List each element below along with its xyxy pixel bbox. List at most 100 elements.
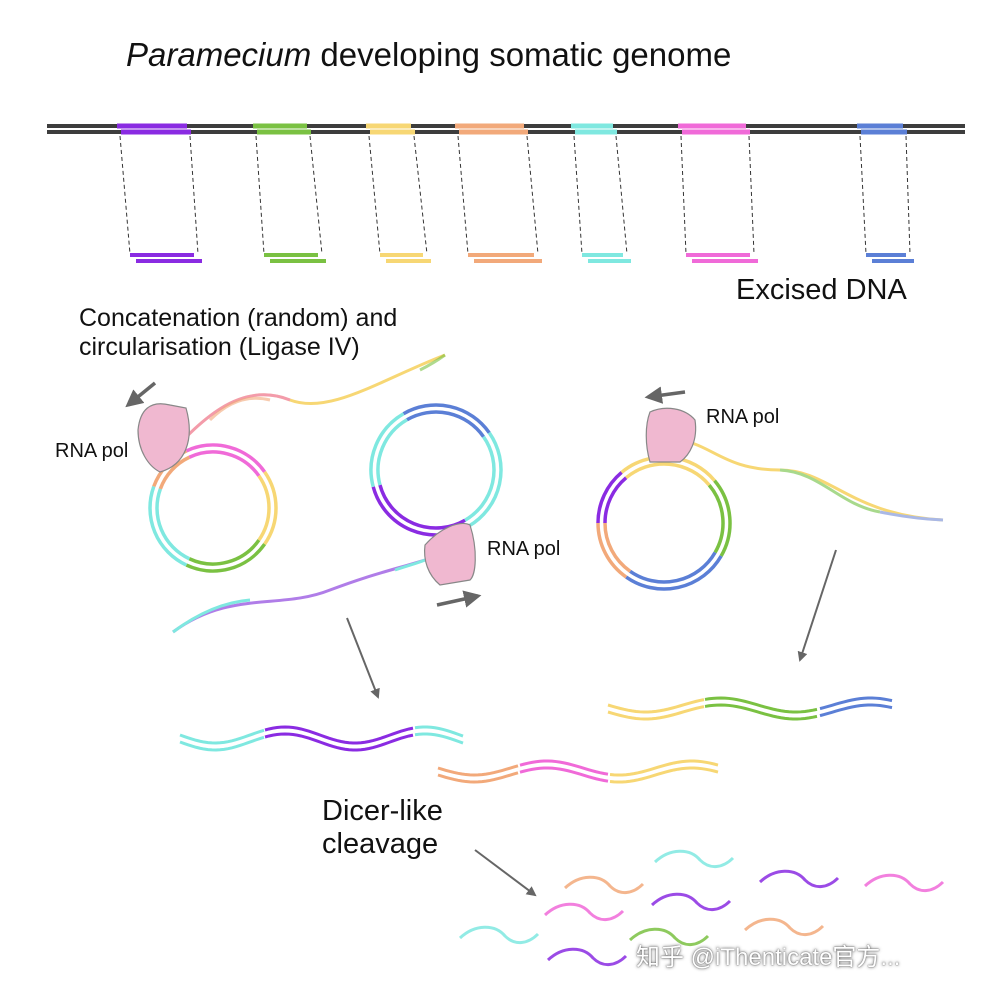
double-stranded-rna-2 xyxy=(607,696,893,721)
circle-arc-yellow-inner xyxy=(257,474,271,542)
process-arrow-to-dsrna-left xyxy=(346,617,380,699)
watermark: 知乎 @iThenticate官方... xyxy=(636,944,901,971)
dicer-cleavage-label: Dicer-like cleavage xyxy=(322,795,443,862)
rna-polymerase-left xyxy=(137,403,190,473)
guide-line xyxy=(255,135,265,255)
circular-dna-right xyxy=(596,455,732,591)
dsrna-strand-green xyxy=(704,696,818,714)
direction-arrow-left xyxy=(125,381,157,408)
guide-line xyxy=(189,135,199,255)
concatenation-label-line2: circularisation (Ligase IV) xyxy=(79,332,360,361)
dsrna-strand-pink xyxy=(519,759,609,776)
rna-pol-label-right: RNA pol xyxy=(706,406,780,428)
circle-arc-orange-inner xyxy=(158,455,191,490)
direction-arrow-right xyxy=(644,386,686,404)
guide-line xyxy=(573,135,583,255)
direction-arrow-middle xyxy=(436,590,482,608)
circle-arc-orange xyxy=(596,522,628,579)
dicer-label-line2: cleavage xyxy=(322,828,439,861)
circle-arc-green xyxy=(713,479,732,557)
small-rnas xyxy=(458,849,945,966)
circle-arc-blue xyxy=(402,403,491,434)
dsrna-strand-purple xyxy=(264,725,414,745)
small-rna-purple xyxy=(650,892,732,911)
double-stranded-rna-1 xyxy=(179,725,464,752)
double-stranded-rna-3 xyxy=(437,759,719,784)
dsrna-strand-orange xyxy=(437,764,519,777)
excised-dna-label: Excised DNA xyxy=(736,274,907,306)
small-rna-purple xyxy=(758,869,840,888)
small-rna-pink xyxy=(863,873,945,892)
circle-arc-cyan xyxy=(369,412,405,488)
circular-dna-middle xyxy=(369,403,503,537)
dsrna-strand-yellow xyxy=(609,759,719,777)
circle-arc-yellow xyxy=(263,470,278,546)
concatenation-label: Concatenation (random) and circularisati… xyxy=(79,304,397,362)
title-italic: Paramecium xyxy=(126,36,312,73)
dsrna-strand-green-lower xyxy=(704,703,818,721)
small-rna-orange xyxy=(563,875,645,894)
circle-arc-green-inner xyxy=(707,483,725,554)
circle-arc-cyan xyxy=(148,485,188,567)
small-rna-cyan xyxy=(653,849,735,868)
transcript-left xyxy=(158,353,446,466)
circle-arc-cyan-inner xyxy=(155,488,191,561)
dsrna-strand-yellow xyxy=(607,698,705,714)
dsrna-strand-purple-lower xyxy=(264,732,414,752)
diagram-title: Paramecium developing somatic genome xyxy=(126,36,731,74)
guide-line xyxy=(615,135,628,255)
small-rna-cyan xyxy=(458,925,540,944)
dsrna-strand-blue xyxy=(819,696,893,711)
guide-line xyxy=(526,135,539,255)
rna-polymerase-middle xyxy=(423,523,476,586)
guide-line xyxy=(119,135,131,255)
small-rna-purple xyxy=(546,947,628,966)
circle-arc-orange-inner xyxy=(603,522,632,573)
guide-line xyxy=(859,135,867,255)
process-arrow-to-small-rnas xyxy=(474,849,537,897)
dsrna-strand-blue-lower xyxy=(819,703,893,718)
circle-arc-pink xyxy=(185,443,267,473)
guide-line xyxy=(905,135,911,255)
concatenation-label-line1: Concatenation (random) and xyxy=(79,304,398,332)
dsrna-strand-cyan-lower xyxy=(179,735,265,752)
circle-arc-cyan-inner xyxy=(376,418,408,486)
circle-arc-cyan-inner xyxy=(464,435,496,522)
small-rna-orange xyxy=(743,917,825,936)
genome-segments xyxy=(117,123,907,135)
transcript-right xyxy=(671,438,944,522)
rna-polymerase-right xyxy=(645,407,697,463)
circle-arc-purple-inner xyxy=(603,476,628,524)
rna-pol-label-middle: RNA pol xyxy=(487,538,561,560)
guide-line xyxy=(457,135,469,255)
dsrna-strand-cyan-lower xyxy=(414,732,464,745)
circle-arc-blue-inner xyxy=(629,551,717,584)
guide-line xyxy=(309,135,323,255)
circle-arc-purple-inner xyxy=(378,484,466,530)
dsrna-strand-yellow-lower xyxy=(607,705,705,721)
excised-dna-pieces xyxy=(130,253,914,263)
dsrna-strand-pink-lower xyxy=(519,766,609,783)
circle-arc-yellow-inner xyxy=(624,462,711,487)
circle-arc-green xyxy=(185,543,267,573)
circle-arc-green-inner xyxy=(188,539,261,566)
small-rna-pink xyxy=(543,902,625,921)
circle-arc-pink-inner xyxy=(188,450,261,477)
dsrna-strand-cyan xyxy=(414,725,464,738)
circle-arc-blue xyxy=(625,555,723,591)
guide-line xyxy=(680,135,687,255)
dicer-label-line1: Dicer-like xyxy=(322,795,443,827)
circle-arc-cyan xyxy=(467,431,503,528)
circle-arc-purple xyxy=(596,471,623,524)
dsrna-strand-yellow-lower xyxy=(609,766,719,784)
small-rna-green xyxy=(628,927,710,946)
rna-pol-label-left: RNA pol xyxy=(55,440,129,462)
excision-guide-lines xyxy=(119,135,911,255)
circle-arc-blue-inner xyxy=(406,410,485,438)
guide-line xyxy=(368,135,381,255)
process-arrow-to-dsrna-right xyxy=(797,549,837,662)
guide-line xyxy=(748,135,755,255)
dsrna-strand-orange-lower xyxy=(437,771,519,784)
transcript-middle xyxy=(172,558,426,634)
